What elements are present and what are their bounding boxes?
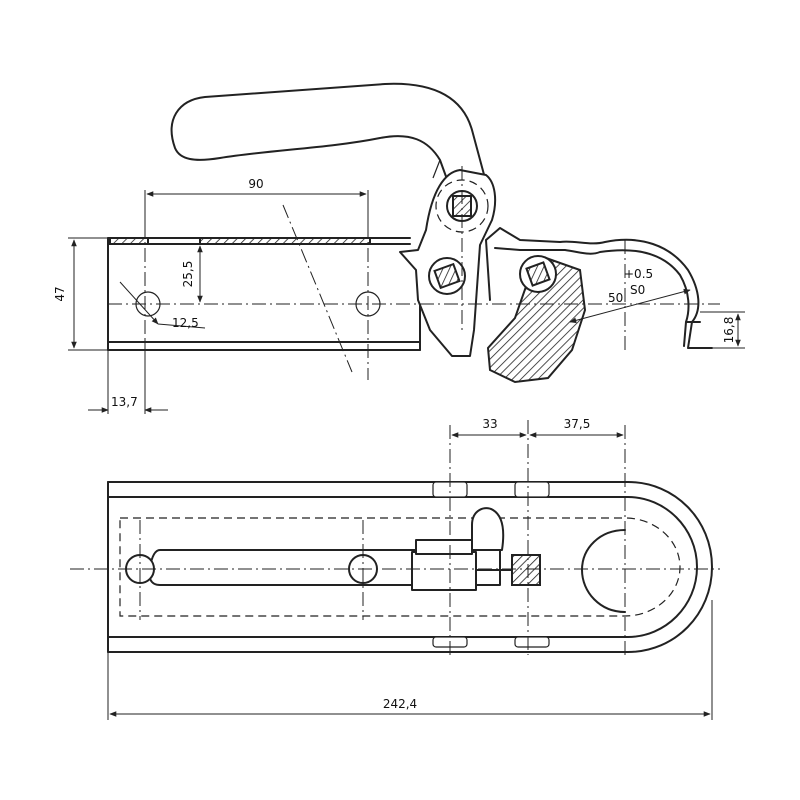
ball-socket-arc xyxy=(581,529,626,613)
dim-s0-label: S0 xyxy=(630,283,645,297)
top-outline xyxy=(107,481,713,653)
side-hole-left xyxy=(135,291,161,317)
dim-12-5: 12,5 xyxy=(119,281,206,330)
side-view: 90 47 25,5 12,5 13,7 xyxy=(53,82,745,414)
dim-13-7-label: 13,7 xyxy=(111,395,138,409)
dim-16-8: 16,8 xyxy=(700,311,745,349)
dim-33-label: 33 xyxy=(482,417,497,431)
top-plate xyxy=(107,237,421,351)
top-lever-tab xyxy=(471,507,505,551)
dim-47: 47 xyxy=(53,237,108,351)
lever-inner-line xyxy=(432,159,441,179)
side-hole-right xyxy=(355,291,381,317)
dim-47-label: 47 xyxy=(53,286,67,301)
dim-37-5-label: 37,5 xyxy=(564,417,591,431)
release-knob-knurl xyxy=(511,554,541,586)
dim-12-5-label: 12,5 xyxy=(172,316,199,330)
lug-bottom-right xyxy=(514,636,550,648)
release-knob-cap xyxy=(415,539,473,555)
dim-33: 33 xyxy=(451,417,527,438)
dim-ball-socket: 50 S0 +0.5 xyxy=(569,267,691,324)
dim-37-5: 37,5 xyxy=(529,417,624,438)
dim-50-label: 50 xyxy=(608,291,623,305)
release-knob-body xyxy=(411,551,477,591)
top-hidden-contour xyxy=(119,517,681,617)
top-view: 33 37,5 242,4 xyxy=(70,417,720,720)
dim-25-5: 25,5 xyxy=(181,245,203,303)
dim-242-4: 242,4 xyxy=(107,600,713,720)
dim-tolerance-label: +0.5 xyxy=(624,267,653,281)
dim-90: 90 xyxy=(144,177,369,238)
dim-90-label: 90 xyxy=(248,177,263,191)
dim-13-7: 13,7 xyxy=(88,340,168,414)
dim-25-5-label: 25,5 xyxy=(181,261,195,288)
lug-top-right xyxy=(514,481,550,498)
lever-handle xyxy=(170,82,487,183)
dim-16-8-label: 16,8 xyxy=(722,317,736,344)
top-outline-inner xyxy=(107,496,698,638)
dim-242-4-label: 242,4 xyxy=(383,697,417,711)
